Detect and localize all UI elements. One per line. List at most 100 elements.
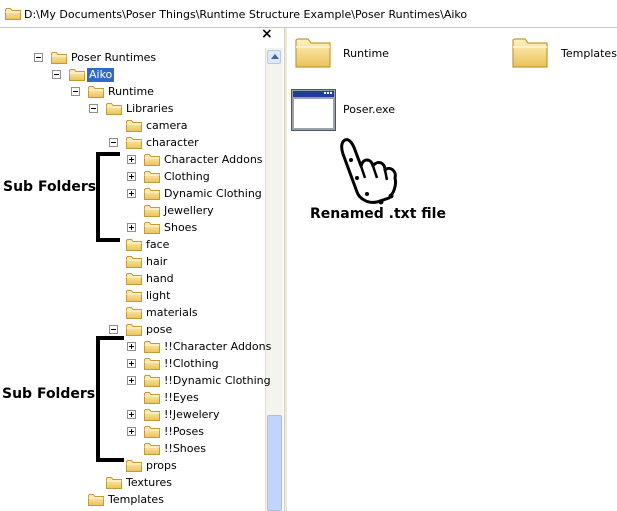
tree-node[interactable]: Poser Runtimes xyxy=(0,50,262,66)
folder-icon xyxy=(295,38,331,68)
tree-node-label[interactable]: Textures xyxy=(126,476,172,489)
tree-node-label[interactable]: Character Addons xyxy=(164,153,263,166)
tree-node[interactable]: Aiko xyxy=(0,67,262,83)
expand-plus-icon[interactable] xyxy=(127,410,136,419)
folder-icon xyxy=(126,238,142,251)
tree-node[interactable]: hair xyxy=(0,254,262,270)
tree-node-label[interactable]: hair xyxy=(146,255,168,268)
tree-node[interactable]: !!Jewelery xyxy=(0,407,262,423)
expand-plus-icon[interactable] xyxy=(127,155,136,164)
tree-node[interactable]: !!Dynamic Clothing xyxy=(0,373,271,389)
tree-node[interactable]: Clothing xyxy=(0,169,262,185)
tree-node-label[interactable]: Poser Runtimes xyxy=(71,51,157,64)
expand-plus-icon[interactable] xyxy=(127,189,136,198)
tree-node[interactable]: Libraries xyxy=(0,101,262,117)
tree-node-label[interactable]: character xyxy=(146,136,199,149)
tree-node[interactable]: character xyxy=(0,135,262,151)
pointing-hand-icon xyxy=(340,138,397,205)
tree-node-label[interactable]: Runtime xyxy=(108,85,154,98)
tree-node-label[interactable]: props xyxy=(146,459,177,472)
tree-node[interactable]: Runtime xyxy=(0,84,262,100)
tree-node[interactable]: !!Character Addons xyxy=(0,339,271,355)
tree-node[interactable]: Dynamic Clothing xyxy=(0,186,262,202)
tree-node-label[interactable]: !!Dynamic Clothing xyxy=(164,374,271,387)
close-icon[interactable]: × xyxy=(261,26,273,42)
tree-node-label[interactable]: Aiko xyxy=(87,68,115,82)
scroll-thumb[interactable] xyxy=(267,415,282,511)
content-pane: Runtime Templates Poser.exe Renamed .txt… xyxy=(287,28,617,511)
folder-icon xyxy=(126,306,142,319)
sub-folders-annotation: Sub Folders xyxy=(3,179,97,195)
tree-node[interactable]: camera xyxy=(0,118,262,134)
tree-node-label[interactable]: Clothing xyxy=(164,170,210,183)
address-path: D:\My Documents\Poser Things\Runtime Str… xyxy=(24,8,468,21)
expand-plus-icon[interactable] xyxy=(127,427,136,436)
tree-node-label[interactable]: Shoes xyxy=(164,221,198,234)
tree-node-label[interactable]: camera xyxy=(146,119,188,132)
expand-plus-icon[interactable] xyxy=(127,342,136,351)
tree-node[interactable]: !!Poses xyxy=(0,424,262,440)
tree-node-label[interactable]: Jewellery xyxy=(164,204,214,217)
collapse-minus-icon[interactable] xyxy=(109,325,118,334)
folder-icon xyxy=(126,459,142,472)
folder-icon xyxy=(106,476,122,489)
tree-node-label[interactable]: !!Eyes xyxy=(164,391,199,404)
tree-node-label[interactable]: materials xyxy=(146,306,198,319)
tree-node[interactable]: light xyxy=(0,288,262,304)
tree-node[interactable]: Textures xyxy=(0,475,262,491)
tree-node[interactable]: materials xyxy=(0,305,262,321)
folder-icon xyxy=(5,7,21,20)
expand-plus-icon[interactable] xyxy=(127,223,136,232)
tree-node[interactable]: Shoes xyxy=(0,220,262,236)
folder-item-runtime[interactable]: Runtime xyxy=(295,36,405,76)
collapse-minus-icon[interactable] xyxy=(52,70,61,79)
tree-node[interactable]: face xyxy=(0,237,262,253)
item-label: Runtime xyxy=(343,47,389,60)
tree-node-label[interactable]: Dynamic Clothing xyxy=(164,187,262,200)
tree-node[interactable]: Templates xyxy=(0,492,262,508)
folder-icon xyxy=(126,272,142,285)
sub-folders-bracket xyxy=(96,152,120,242)
file-item-poser-exe[interactable]: Poser.exe xyxy=(291,89,401,133)
folder-icon xyxy=(144,170,160,183)
folder-icon xyxy=(144,204,160,217)
expand-plus-icon[interactable] xyxy=(127,172,136,181)
tree-node[interactable]: Character Addons xyxy=(0,152,263,168)
tree-scrollbar[interactable] xyxy=(265,48,283,511)
sub-folders-annotation: Sub Folders xyxy=(2,386,96,402)
tree-node[interactable]: !!Clothing xyxy=(0,356,262,372)
collapse-minus-icon[interactable] xyxy=(109,138,118,147)
tree-node[interactable]: !!Eyes xyxy=(0,390,262,406)
tree-node-label[interactable]: Libraries xyxy=(126,102,174,115)
tree-node-label[interactable]: light xyxy=(146,289,171,302)
folder-icon xyxy=(106,102,122,115)
tree-node-label[interactable]: !!Character Addons xyxy=(164,340,272,353)
expand-plus-icon[interactable] xyxy=(127,359,136,368)
folder-item-templates[interactable]: Templates xyxy=(512,36,617,76)
folder-icon xyxy=(144,357,160,370)
tree-node-label[interactable]: !!Poses xyxy=(164,425,205,438)
tree-node-label[interactable]: !!Clothing xyxy=(164,357,219,370)
scroll-up-button[interactable] xyxy=(267,50,281,64)
tree-node-label[interactable]: face xyxy=(146,238,170,251)
tree-node-label[interactable]: !!Shoes xyxy=(164,442,207,455)
folder-icon xyxy=(144,221,160,234)
collapse-minus-icon[interactable] xyxy=(89,104,98,113)
address-bar[interactable]: D:\My Documents\Poser Things\Runtime Str… xyxy=(0,0,617,28)
tree-node[interactable]: Jewellery xyxy=(0,203,262,219)
collapse-minus-icon[interactable] xyxy=(34,53,43,62)
folder-icon xyxy=(144,408,160,421)
tree-node-label[interactable]: pose xyxy=(146,323,173,336)
pane-splitter[interactable] xyxy=(284,28,288,511)
tree-node[interactable]: !!Shoes xyxy=(0,441,262,457)
folder-icon xyxy=(144,187,160,200)
tree-node[interactable]: hand xyxy=(0,271,262,287)
tree-node[interactable]: pose xyxy=(0,322,262,338)
tree-node[interactable]: props xyxy=(0,458,262,474)
tree-node-label[interactable]: hand xyxy=(146,272,174,285)
expand-plus-icon[interactable] xyxy=(127,376,136,385)
tree-node-label[interactable]: Templates xyxy=(108,493,164,506)
collapse-minus-icon[interactable] xyxy=(71,87,80,96)
tree-node-label[interactable]: !!Jewelery xyxy=(164,408,220,421)
folder-icon xyxy=(144,391,160,404)
